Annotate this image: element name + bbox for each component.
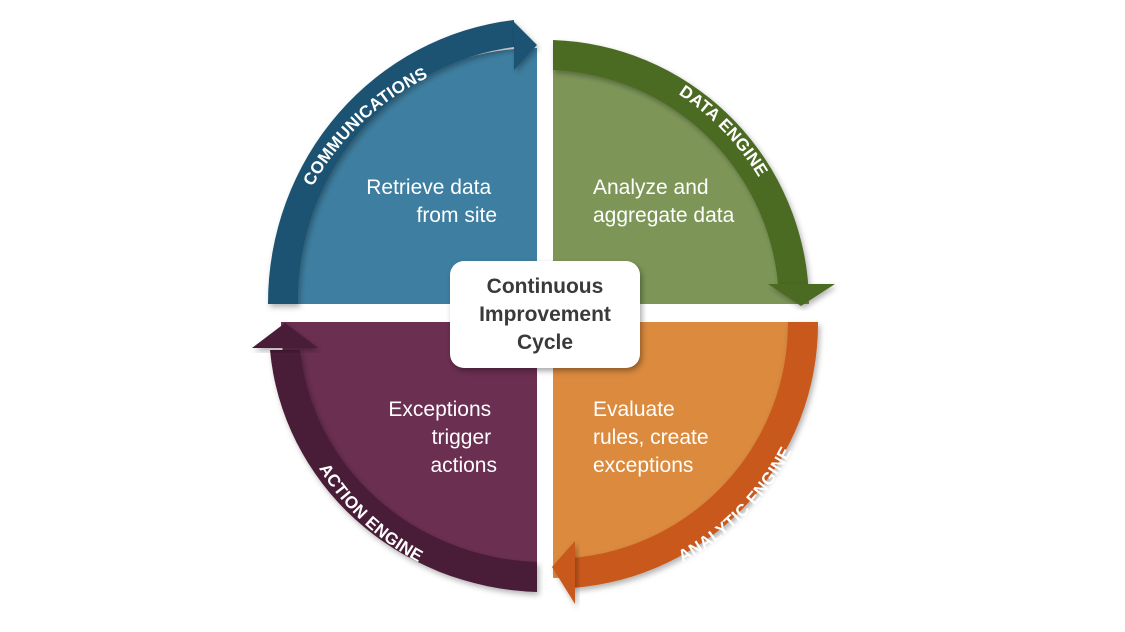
quadrant-action-engine-line: actions: [430, 454, 497, 477]
quadrant-analytic-engine: [553, 322, 809, 578]
quadrant-communications-line: from site: [416, 204, 497, 227]
quadrant-communications-line: Retrieve data: [366, 176, 491, 199]
arrowhead-communications: [514, 22, 537, 70]
quadrant-data-engine: [553, 48, 809, 304]
arrowhead-action-engine: [252, 323, 318, 348]
quadrant-action-engine-fill: [281, 322, 537, 578]
center-title: Continuous Improvement Cycle: [479, 274, 611, 354]
quadrant-analytic-engine-text: Evaluate rules, create exceptions: [593, 398, 714, 477]
arc-arrow-data-engine: [553, 40, 808, 284]
center-box: Continuous Improvement Cycle: [450, 261, 640, 368]
quadrant-data-engine-line: Analyze and: [593, 176, 709, 199]
quadrant-action-engine-line: trigger: [432, 426, 492, 449]
quadrant-analytic-engine-line: exceptions: [593, 454, 693, 477]
quadrant-data-engine-line: aggregate data: [593, 204, 735, 227]
quadrant-communications: [281, 48, 537, 304]
quadrant-data-engine-fill: [553, 48, 809, 304]
arc-arrow-communications: [267, 20, 514, 304]
arrowhead-data-engine: [768, 284, 835, 306]
quadrant-communications-fill: [281, 48, 537, 304]
arc-arrow-analytic-engine: [572, 322, 819, 588]
arrowhead-analytic-engine: [552, 541, 575, 604]
quadrant-analytic-engine-fill: [553, 322, 809, 578]
quadrant-data-engine-text: Analyze and aggregate data: [593, 176, 735, 227]
quadrant-action-engine-line: Exceptions: [388, 398, 491, 421]
quadrant-analytic-engine-line: rules, create: [593, 426, 709, 449]
quadrant-action-engine: [281, 322, 537, 578]
quadrant-analytic-engine-line: Evaluate: [593, 398, 675, 421]
quadrant-action-engine-text: Exceptions trigger actions: [388, 398, 497, 477]
quadrant-communications-text: Retrieve data from site: [366, 176, 497, 227]
arc-arrow-action-engine: [270, 350, 537, 592]
